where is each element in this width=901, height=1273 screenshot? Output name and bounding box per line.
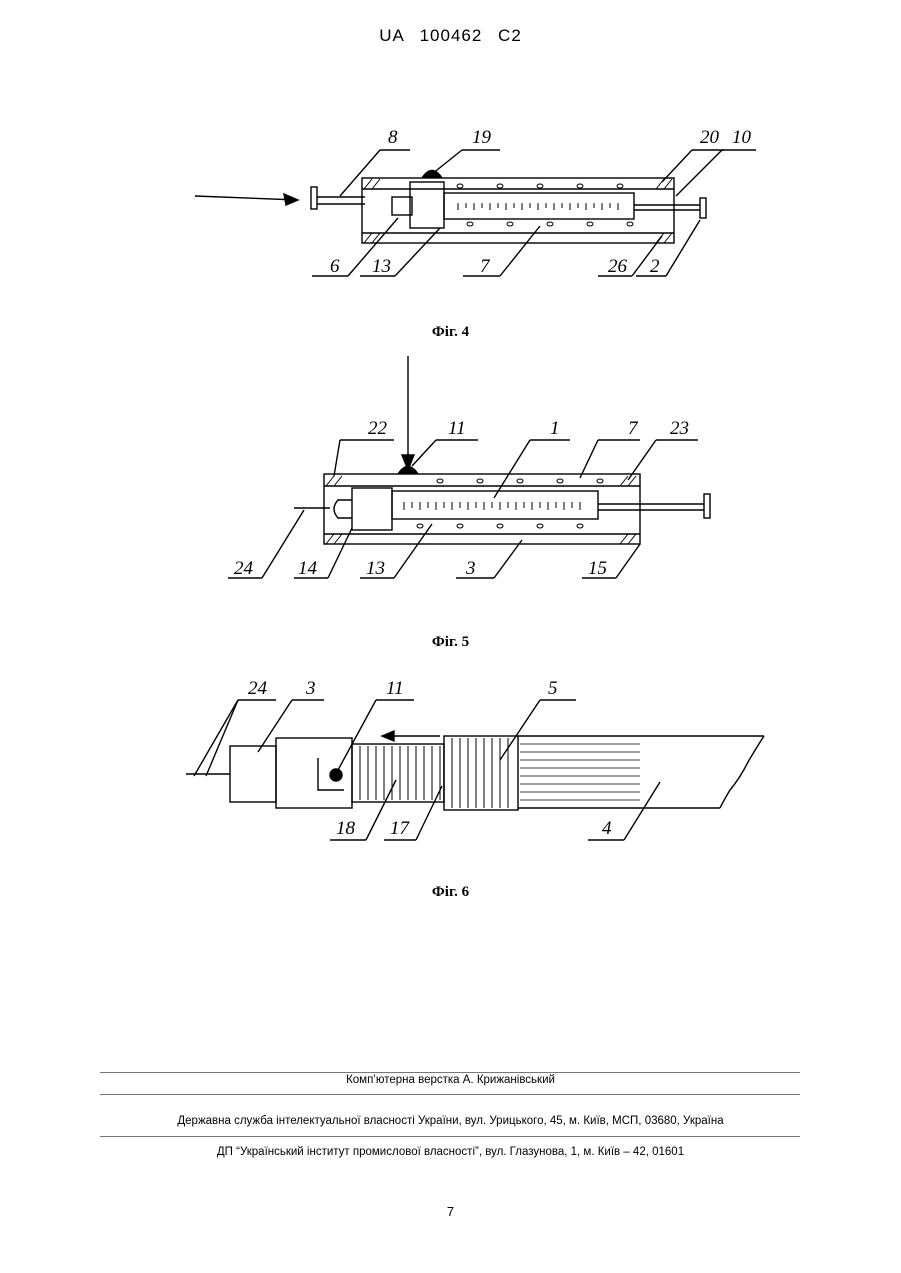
label-fig4-20: 20 xyxy=(700,127,719,149)
footer-divider-bottom xyxy=(100,1136,800,1137)
figure-6-caption: Фіг. 6 xyxy=(0,884,901,901)
label-fig6-4: 4 xyxy=(602,818,612,840)
figure-4-drawing xyxy=(0,130,901,290)
footer-divider-middle xyxy=(100,1094,800,1095)
footer-layout-credit: Комп’ютерна верстка А. Крижанівський xyxy=(0,1074,901,1086)
label-fig5-13: 13 xyxy=(366,558,385,580)
label-fig4-19: 19 xyxy=(472,127,491,149)
label-fig6-11: 11 xyxy=(386,678,404,700)
label-fig5-23: 23 xyxy=(670,418,689,440)
label-fig4-10: 10 xyxy=(732,127,751,149)
label-fig4-13: 13 xyxy=(372,256,391,278)
label-fig6-5: 5 xyxy=(548,678,558,700)
label-fig6-24: 24 xyxy=(248,678,267,700)
page-number: 7 xyxy=(0,1204,901,1219)
label-fig4-7: 7 xyxy=(480,256,490,278)
label-fig4-2: 2 xyxy=(650,256,660,278)
figure-4-caption: Фіг. 4 xyxy=(0,324,901,341)
footer-ip-service: Державна служба інтелектуальної власност… xyxy=(0,1115,901,1127)
footer-divider-top xyxy=(100,1072,800,1073)
figure-6-drawing xyxy=(0,680,901,850)
label-fig5-22: 22 xyxy=(368,418,387,440)
label-fig6-3: 3 xyxy=(306,678,316,700)
figure-5-drawing xyxy=(0,352,901,582)
label-fig4-26: 26 xyxy=(608,256,627,278)
footer-institute: ДП “Український інститут промислової вла… xyxy=(0,1146,901,1158)
label-fig5-11: 11 xyxy=(448,418,466,440)
label-fig5-7: 7 xyxy=(628,418,638,440)
label-fig5-1: 1 xyxy=(550,418,560,440)
label-fig5-3: 3 xyxy=(466,558,476,580)
label-fig6-18: 18 xyxy=(336,818,355,840)
label-fig5-24: 24 xyxy=(234,558,253,580)
label-fig5-14: 14 xyxy=(298,558,317,580)
label-fig6-17: 17 xyxy=(390,818,409,840)
label-fig5-15: 15 xyxy=(588,558,607,580)
figure-5-caption: Фіг. 5 xyxy=(0,634,901,651)
label-fig4-6: 6 xyxy=(330,256,340,278)
label-fig4-8: 8 xyxy=(388,127,398,149)
document-id-header: UA 100462 C2 xyxy=(0,26,901,46)
